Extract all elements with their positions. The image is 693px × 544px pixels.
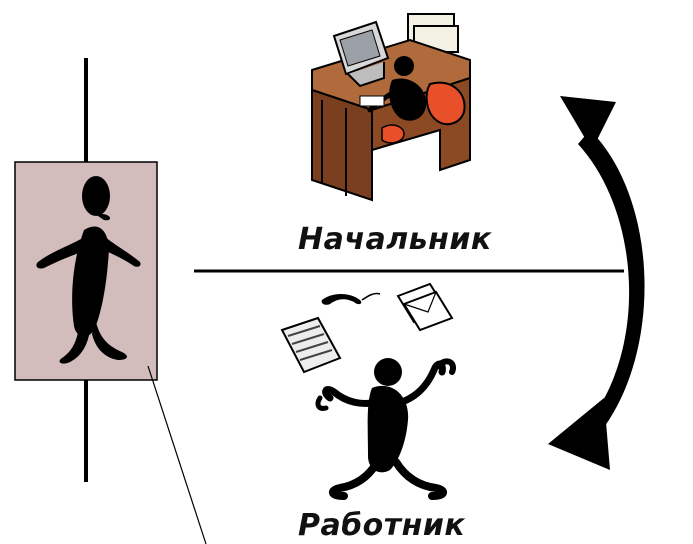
phone-icon xyxy=(322,294,362,305)
pointer-line xyxy=(148,366,206,544)
boss-label: Начальник xyxy=(298,222,492,257)
framed-person xyxy=(15,162,157,380)
cycle-arrow-icon xyxy=(548,96,645,470)
boss-at-desk-icon xyxy=(312,14,470,200)
notepad-icon xyxy=(282,318,340,372)
worker-juggling-icon xyxy=(282,284,453,496)
letters-icon xyxy=(398,284,452,330)
worker-label: Работник xyxy=(298,508,465,543)
